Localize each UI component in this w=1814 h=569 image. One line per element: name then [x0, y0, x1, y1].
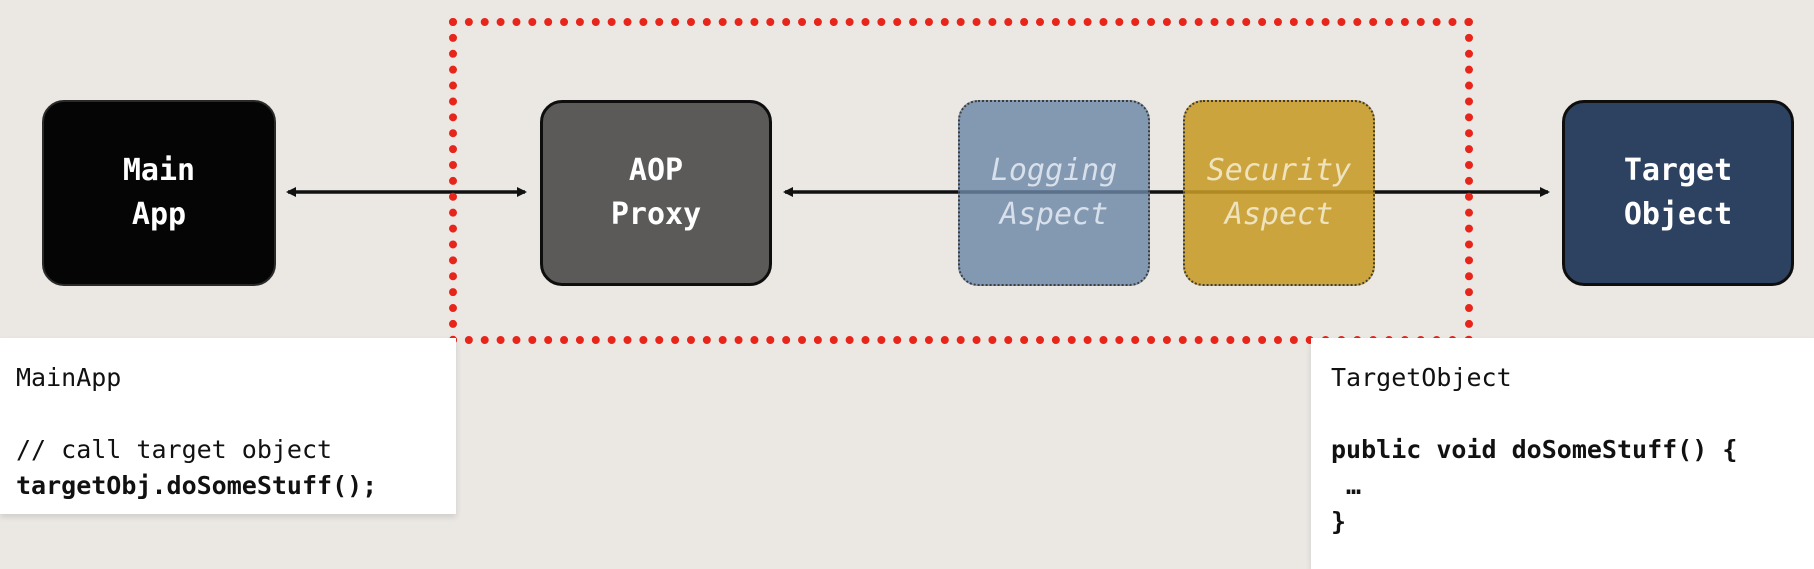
- main-app-note-code: targetObj.doSomeStuff();: [16, 471, 378, 500]
- target-object-note-title: TargetObject: [1331, 363, 1512, 392]
- security-aspect-node: Security Aspect: [1183, 100, 1375, 286]
- main-app-label-line2: App: [131, 197, 187, 232]
- target-object-node: Target Object: [1562, 100, 1794, 286]
- security-aspect-label-line2: Aspect: [1224, 197, 1334, 232]
- logging-aspect-label-line2: Aspect: [999, 197, 1109, 232]
- main-app-code-note: MainApp // call target object targetObj.…: [0, 338, 456, 514]
- security-aspect-label-line1: Security: [1206, 153, 1352, 188]
- aop-proxy-node: AOP Proxy: [540, 100, 772, 286]
- note-spacer: [16, 396, 440, 432]
- main-app-label-line1: Main: [122, 153, 196, 188]
- aop-proxy-label-line2: Proxy: [610, 197, 702, 232]
- note-spacer: [1331, 396, 1798, 432]
- main-app-note-comment: // call target object: [16, 435, 333, 464]
- main-app-node: Main App: [42, 100, 276, 286]
- target-object-label-line2: Object: [1623, 197, 1733, 232]
- target-object-label-line1: Target: [1623, 153, 1733, 188]
- aop-proxy-label-line1: AOP: [628, 153, 684, 188]
- target-object-note-signature: public void doSomeStuff() {: [1331, 435, 1738, 464]
- target-object-note-close: }: [1331, 507, 1347, 536]
- main-app-note-title: MainApp: [16, 363, 122, 392]
- target-object-note-body: …: [1331, 471, 1362, 500]
- logging-aspect-label-line1: Logging: [990, 153, 1118, 188]
- proxy-boundary-frame: [449, 18, 1473, 344]
- logging-aspect-node: Logging Aspect: [958, 100, 1150, 286]
- target-object-code-note: TargetObject public void doSomeStuff() {…: [1311, 338, 1814, 569]
